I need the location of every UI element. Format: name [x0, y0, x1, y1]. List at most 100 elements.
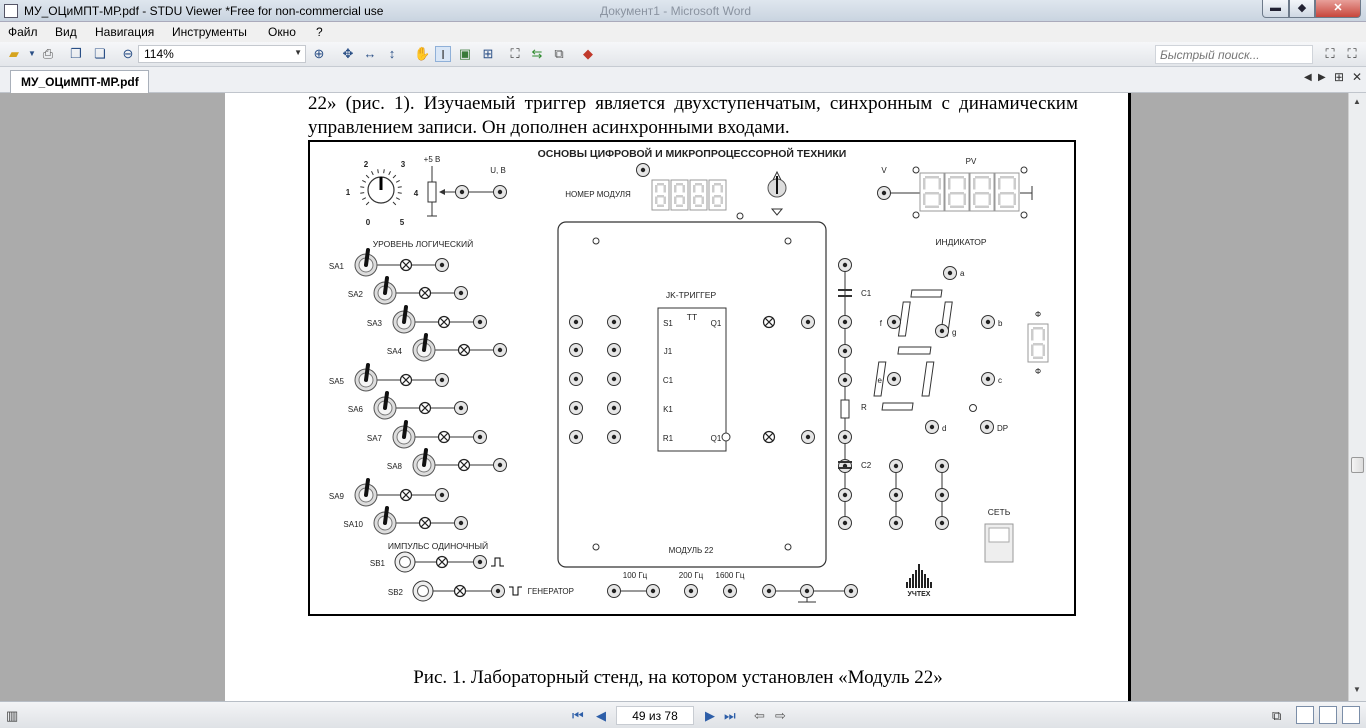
jack-pin — [893, 492, 899, 498]
page-number-field[interactable]: 49 из 78 — [616, 706, 694, 725]
scroll-thumb[interactable] — [1351, 457, 1364, 473]
continuous-view-icon[interactable] — [1319, 706, 1337, 724]
hand-tool-icon[interactable]: ✋ — [414, 46, 431, 61]
prev-page-icon[interactable]: ◀ — [596, 708, 606, 723]
pulse-button-label: SB1 — [370, 559, 386, 568]
u-label: U, В — [490, 166, 506, 175]
image-select-icon[interactable]: ▣ — [458, 46, 472, 61]
jack-pin — [842, 262, 848, 268]
jack-pin — [573, 405, 579, 411]
history-forward-icon[interactable]: ⇨ — [775, 708, 786, 723]
menu-window[interactable]: Окно — [268, 25, 296, 39]
open-folder-icon[interactable]: ▰ — [9, 46, 19, 61]
close-button[interactable]: ✕ — [1315, 0, 1361, 18]
jack-pin — [611, 319, 617, 325]
tab-prev-icon[interactable]: ◀ — [1304, 72, 1312, 83]
tab-document[interactable]: МУ_ОЦиМПТ-МР.pdf — [10, 70, 149, 93]
segment — [714, 195, 721, 198]
next-page-icon[interactable]: ▶ — [705, 708, 715, 723]
lamp-icon — [437, 315, 451, 329]
jk-pin-label: C1 — [663, 376, 674, 385]
jack-socket — [935, 324, 949, 338]
menu-tools[interactable]: Инструменты — [172, 25, 247, 39]
lamp-cross — [439, 317, 449, 327]
menu-file[interactable]: Файл — [8, 25, 38, 39]
jack-pin — [458, 290, 464, 296]
zoom-area-icon[interactable]: ⊞ — [482, 46, 494, 61]
first-page-icon[interactable]: ⏮ — [572, 708, 584, 723]
segment-label: g — [952, 328, 956, 337]
big-segment — [897, 346, 932, 355]
dial-mark: 2 — [364, 160, 369, 169]
switch-label: SA3 — [367, 319, 383, 328]
last-page-icon[interactable]: ⏭ — [724, 708, 736, 723]
logo-bar — [906, 582, 908, 588]
big-segment — [910, 289, 943, 298]
jack-socket — [454, 286, 468, 300]
jack-socket — [455, 185, 469, 199]
segment — [938, 193, 941, 205]
jack-socket — [801, 430, 815, 444]
quick-search[interactable] — [1155, 45, 1313, 64]
jack-pin — [804, 588, 810, 594]
fit-width-icon[interactable]: ↔ — [363, 46, 377, 61]
jack-socket — [473, 430, 487, 444]
search-next-icon[interactable]: ⛶ — [1347, 46, 1357, 61]
jack-pin — [573, 376, 579, 382]
freq-label: 100 Гц — [623, 571, 648, 580]
scroll-down-icon[interactable]: ▼ — [1353, 685, 1361, 694]
toggle-switch — [373, 506, 397, 535]
scroll-up-icon[interactable]: ▲ — [1353, 97, 1361, 106]
find-icon[interactable]: ⛶ — [510, 46, 520, 61]
jack-pin — [881, 190, 887, 196]
status-bar: ▥ ⏮ ◀ 49 из 78 ▶ ⏭ ⇦ ⇨ ⧉ — [0, 701, 1366, 728]
jack-socket — [684, 584, 698, 598]
fit-height-icon[interactable]: ↕ — [388, 46, 396, 61]
minimize-button[interactable]: ▬ — [1262, 0, 1289, 18]
tab-next-icon[interactable]: ▶ — [1318, 72, 1326, 83]
cursor-mode-icon[interactable]: ⧉ — [1272, 708, 1282, 723]
history-back-icon[interactable]: ⇦ — [754, 708, 765, 723]
text-select-icon[interactable]: I — [435, 46, 451, 62]
switch-label: SA8 — [387, 462, 403, 471]
sidebar-toggle-icon[interactable]: ▥ — [6, 708, 19, 723]
menu-navigation[interactable]: Навигация — [95, 25, 155, 39]
segment — [712, 196, 715, 204]
logo-bar — [927, 578, 929, 588]
maximize-button[interactable]: ◆ — [1289, 0, 1315, 18]
open-dropdown-icon[interactable]: ▼ — [28, 49, 36, 58]
lamp-icon — [399, 488, 413, 502]
freq-label: 1600 Гц — [716, 571, 745, 580]
fit-page-icon[interactable]: ✥ — [342, 46, 354, 61]
vertical-scrollbar[interactable]: ▲ ▼ — [1348, 93, 1366, 701]
menu-view[interactable]: Вид — [55, 25, 77, 39]
module-number-digit — [651, 179, 670, 211]
page-double-icon[interactable]: ❏ — [94, 46, 106, 61]
search-input[interactable] — [1156, 46, 1306, 63]
facing-view-icon[interactable] — [1342, 706, 1360, 724]
zoom-out-icon[interactable]: ⊖ — [122, 46, 134, 61]
page-single-icon[interactable]: ❐ — [70, 46, 82, 61]
jack-socket — [981, 372, 995, 386]
segment-label: a — [960, 269, 965, 278]
zoom-select[interactable]: 114% ▼ — [138, 45, 306, 63]
copy-icon[interactable]: ⧉ — [554, 46, 564, 61]
tab-close-icon[interactable]: ✕ — [1352, 70, 1363, 84]
lamp-icon — [453, 584, 467, 598]
search-binoculars-icon[interactable]: ⛶ — [1325, 46, 1335, 61]
print-icon[interactable]: ⎙ — [42, 46, 54, 61]
single-page-view-icon[interactable] — [1296, 706, 1314, 724]
jack-socket — [889, 488, 903, 502]
zoom-in-icon[interactable]: ⊕ — [313, 46, 325, 61]
segment — [657, 195, 664, 198]
bookmark-icon[interactable]: ◆ — [583, 46, 593, 61]
segment — [655, 185, 658, 193]
jack-pin — [985, 376, 991, 382]
sync-icon[interactable]: ⇆ — [531, 46, 543, 61]
menu-help[interactable]: ? — [316, 25, 323, 39]
lamp-icon — [399, 258, 413, 272]
tab-list-icon[interactable]: ⊞ — [1334, 70, 1345, 84]
segment — [973, 193, 976, 205]
module-number-label: НОМЕР МОДУЛЯ — [565, 190, 631, 199]
jack-pin — [939, 463, 945, 469]
